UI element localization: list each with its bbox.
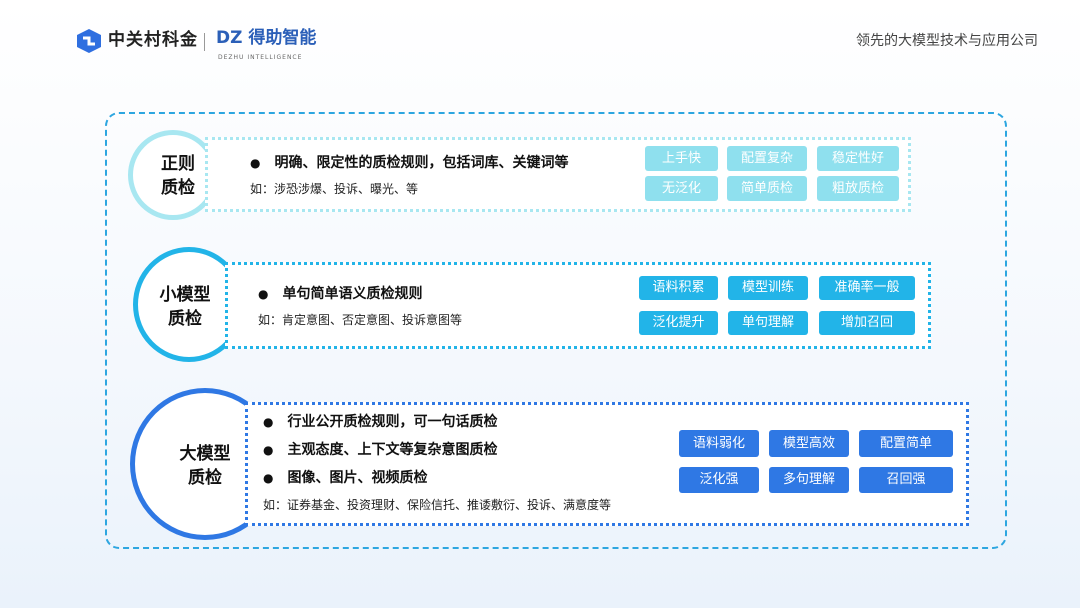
row-title-line: 大模型 bbox=[179, 444, 231, 464]
row-title-line: 质检 bbox=[188, 468, 222, 488]
row-bullet: 行业公开质检规则，可一句话质检 bbox=[263, 413, 497, 431]
row-title: 小模型质检 bbox=[150, 283, 220, 331]
tag: 配置复杂 bbox=[727, 146, 807, 171]
row-example: 如：涉恐涉爆、投诉、曝光、等 bbox=[250, 182, 419, 196]
company-logo-icon bbox=[77, 29, 101, 53]
tag: 语料积累 bbox=[639, 276, 718, 300]
tag: 简单质检 bbox=[727, 176, 807, 201]
tag: 稳定性好 bbox=[817, 146, 899, 171]
tag: 无泛化 bbox=[645, 176, 718, 201]
row-title-line: 小模型 bbox=[159, 285, 211, 305]
tag: 准确率一般 bbox=[819, 276, 915, 300]
tag: 泛化强 bbox=[679, 467, 759, 493]
tag: 模型高效 bbox=[769, 430, 849, 457]
row-bullet: 明确、限定性的质检规则，包括词库、关键词等 bbox=[250, 154, 568, 172]
brand-primary: 中关村科金 bbox=[108, 30, 198, 50]
row-title-line: 质检 bbox=[168, 309, 202, 329]
row-bullet: 单句简单语义质检规则 bbox=[258, 285, 422, 303]
brand-divider bbox=[204, 33, 205, 51]
row-title: 大模型质检 bbox=[170, 442, 240, 490]
tag: 增加召回 bbox=[819, 311, 915, 335]
row-bullet: 图像、图片、视频质检 bbox=[263, 469, 427, 487]
row-dotted-box bbox=[245, 402, 969, 526]
brand-secondary-name: 得助智能 bbox=[248, 28, 317, 48]
tag: 语料弱化 bbox=[679, 430, 759, 457]
tag: 单句理解 bbox=[728, 311, 808, 335]
row-title-line: 质检 bbox=[161, 178, 195, 198]
row-bullet: 主观态度、上下文等复杂意图质检 bbox=[263, 441, 497, 459]
row-dotted-box bbox=[225, 262, 931, 349]
row-example: 如：证券基金、投资理财、保险信托、推诿敷衍、投诉、满意度等 bbox=[263, 498, 612, 512]
brand-secondary-sub: DEZHU INTELLIGENCE bbox=[218, 54, 303, 61]
tagline: 领先的大模型技术与应用公司 bbox=[856, 33, 1038, 49]
tag: 配置简单 bbox=[859, 430, 953, 457]
tag: 粗放质检 bbox=[817, 176, 899, 201]
tag: 上手快 bbox=[645, 146, 718, 171]
tag: 召回强 bbox=[859, 467, 953, 493]
outer-dashed-frame bbox=[105, 112, 1007, 549]
brand-secondary: DZ 得助智能 bbox=[216, 28, 317, 48]
tag: 模型训练 bbox=[728, 276, 808, 300]
row-title: 正则质检 bbox=[148, 152, 208, 200]
tag: 多句理解 bbox=[769, 467, 849, 493]
row-title-line: 正则 bbox=[161, 154, 195, 174]
tag: 泛化提升 bbox=[639, 311, 718, 335]
row-example: 如：肯定意图、否定意图、投诉意图等 bbox=[258, 313, 463, 327]
